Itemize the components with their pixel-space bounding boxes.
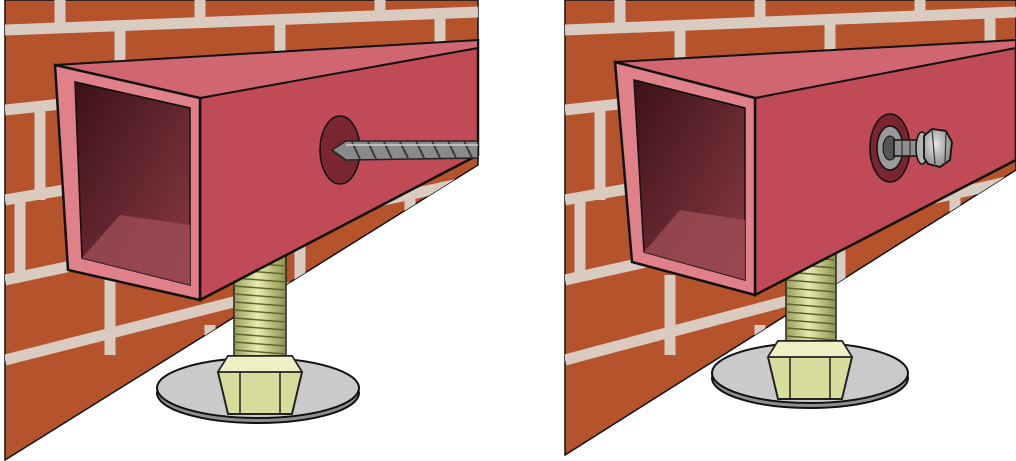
- illustration-bolted: [560, 0, 1016, 461]
- hex-nut-icon: [218, 356, 302, 414]
- masonry-drill-bit-icon: [332, 141, 478, 160]
- bolt-step-drawing: [560, 0, 1016, 461]
- steel-beam-icon: [615, 40, 1016, 295]
- drill-step-drawing: [0, 0, 480, 461]
- steel-beam-icon: [55, 40, 478, 300]
- illustration-drilling: [0, 0, 480, 461]
- hex-nut-icon: [768, 341, 852, 399]
